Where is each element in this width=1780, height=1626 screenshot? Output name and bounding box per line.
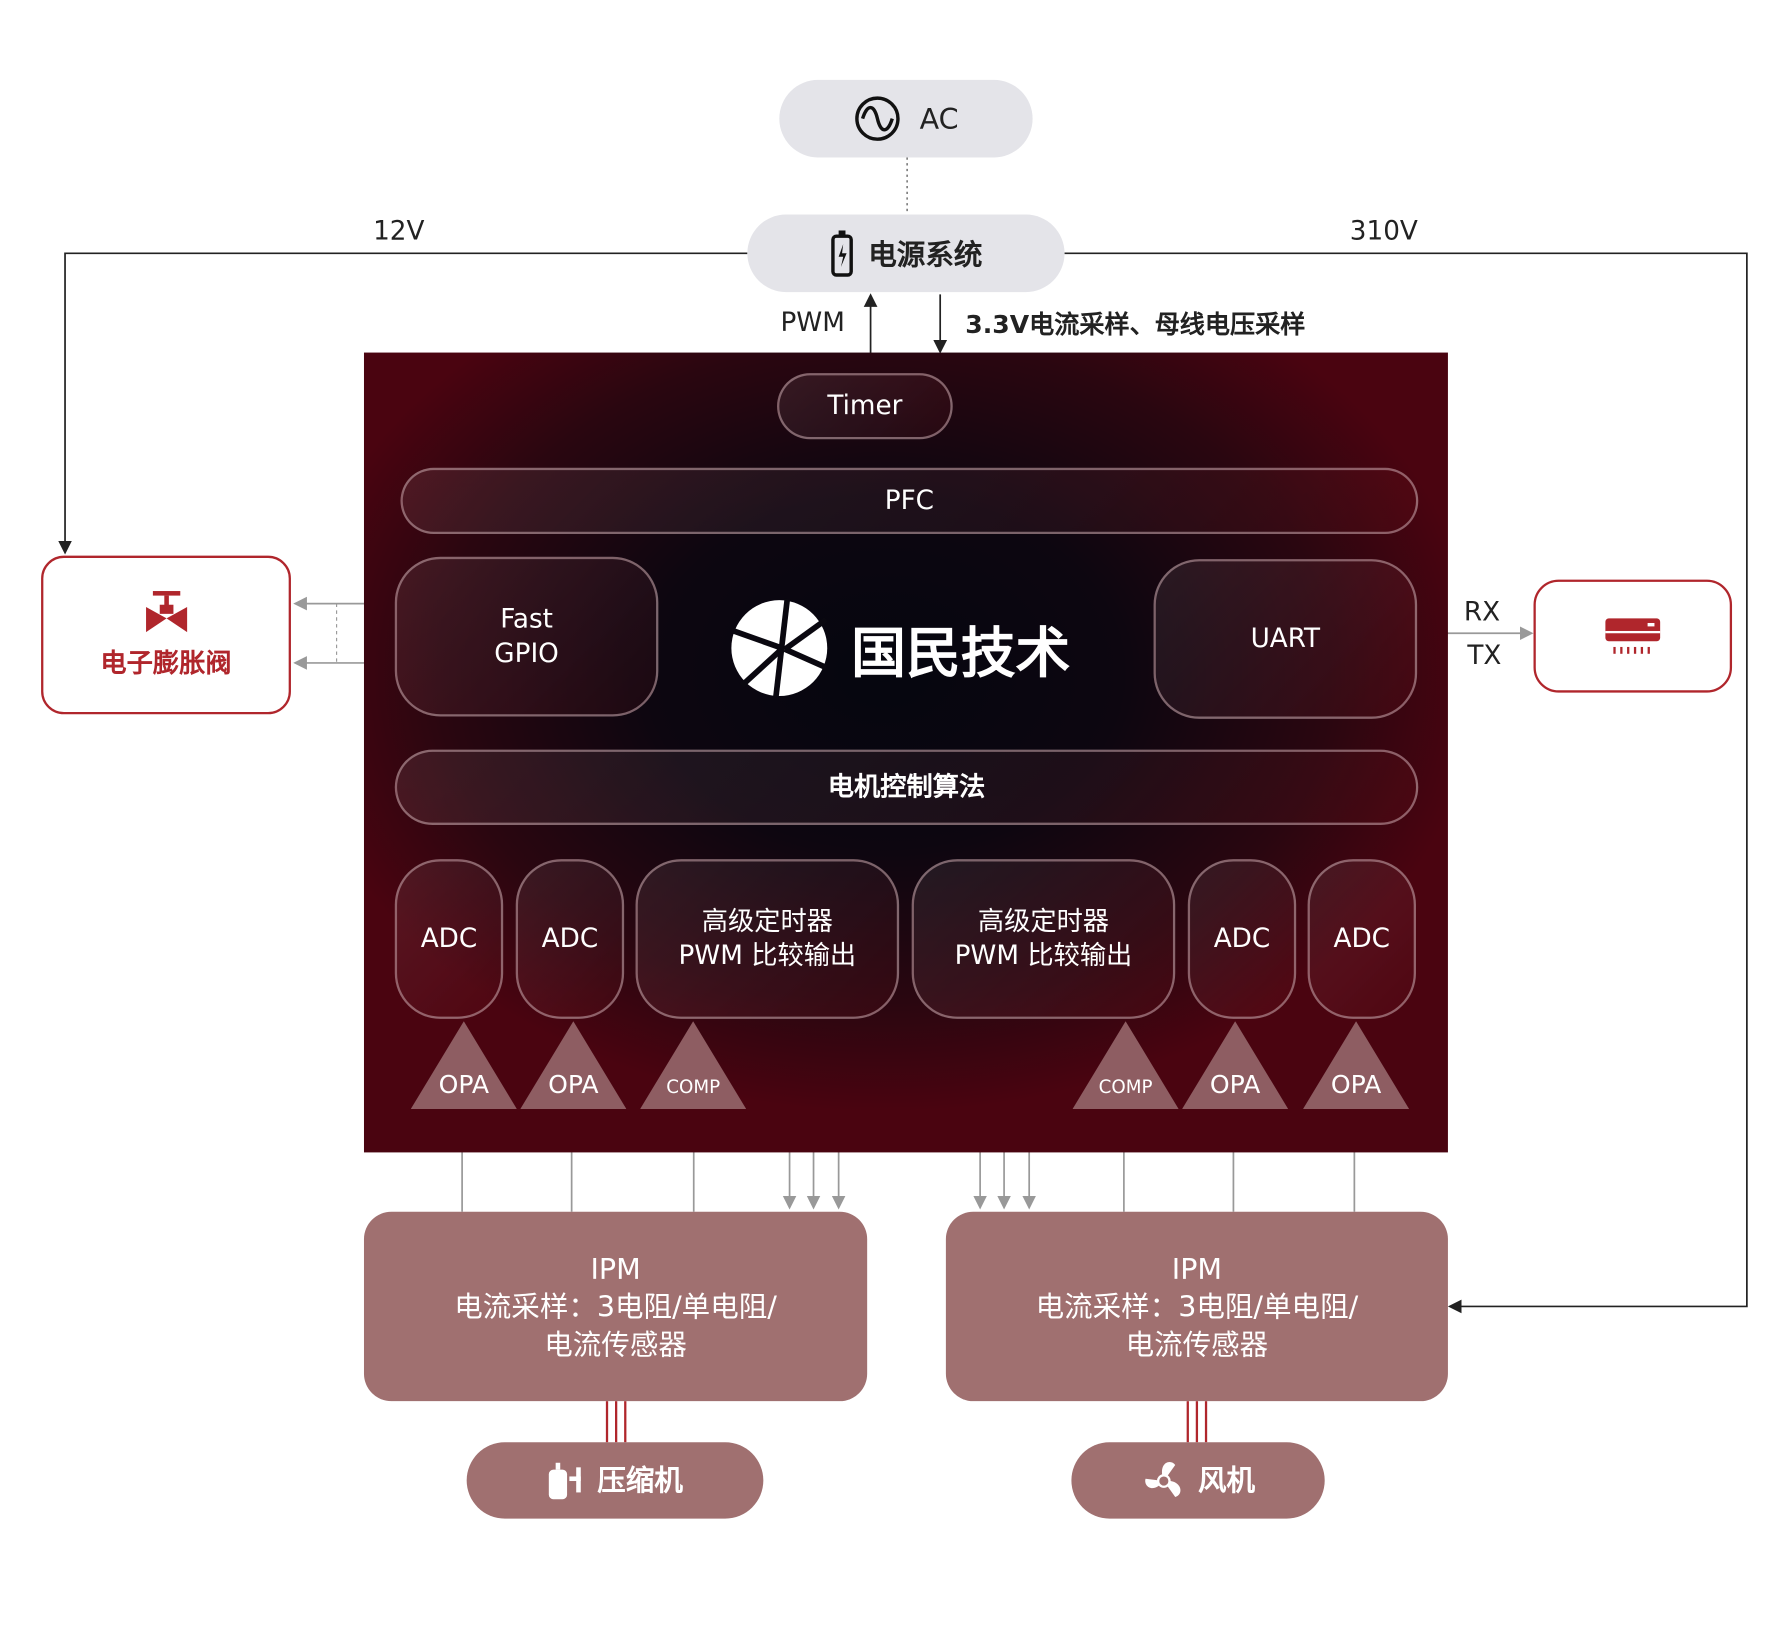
air-conditioner-unit [1533,579,1733,693]
sampling-signal-label: 3.3V电流采样、母线电压采样 [965,311,1306,341]
compressor-icon [549,1462,582,1499]
ipm-title: IPM [590,1252,641,1286]
ac-source: AC [779,79,1033,158]
expansion-valve: 电子膨胀阀 [41,555,291,715]
ipm-sampling: 电流采样：3电阻/单电阻/ [454,1289,777,1323]
rx-label: RX [1463,597,1501,628]
fan-load: 风机 [1071,1442,1325,1519]
mcu-chip [363,352,1448,1153]
pwm-timer-block: 高级定时器 PWM 比较输出 [911,859,1176,1019]
fan-label: 风机 [1198,1463,1256,1497]
fan-icon [1145,1461,1181,1497]
pwm-line2: PWM 比较输出 [678,941,857,971]
power-system: 电源系统 [747,214,1065,293]
timer-block: Timer [777,373,953,440]
adc-block: ADC [1307,859,1416,1019]
logo-text: 国民技术 [851,621,1071,686]
adc-block: ADC [515,859,625,1019]
adc-block: ADC [1187,859,1297,1019]
company-logo: 国民技术 [723,593,1077,703]
pwm-line2: PWM 比较输出 [954,941,1133,971]
air-conditioner-icon [1605,617,1661,654]
ac-label: AC [919,102,959,136]
motor-algorithm-block: 电机控制算法 [394,749,1419,825]
uart-block: UART [1153,559,1418,719]
gpio-line2: GPIO [494,638,559,669]
valve-icon [145,590,187,632]
pwm-signal-label: PWM [780,308,845,338]
tx-label: TX [1467,641,1502,671]
pwm-line1: 高级定时器 [977,907,1110,937]
ipm-sensor: 电流传感器 [544,1327,687,1361]
adc-block: ADC [394,859,504,1019]
pfc-block: PFC [400,467,1419,534]
ipm-sensor: 电流传感器 [1125,1327,1269,1361]
ipm-title: IPM [1171,1252,1223,1286]
pwm-timer-block: 高级定时器 PWM 比较输出 [635,859,900,1019]
valve-label: 电子膨胀阀 [100,648,232,679]
power-label: 电源系统 [868,238,983,272]
compressor-load: 压缩机 [466,1442,764,1519]
rail-310v-label: 310V [1349,216,1418,247]
gpio-line1: Fast [500,604,553,635]
pwm-line1: 高级定时器 [701,907,833,937]
ac-sine-icon [855,96,900,141]
logo-mark-icon [731,598,828,698]
compressor-label: 压缩机 [597,1463,683,1497]
battery-icon [831,230,853,277]
ipm-sampling: 电流采样：3电阻/单电阻/ [1035,1289,1359,1323]
rail-12v-label: 12V [373,216,425,247]
